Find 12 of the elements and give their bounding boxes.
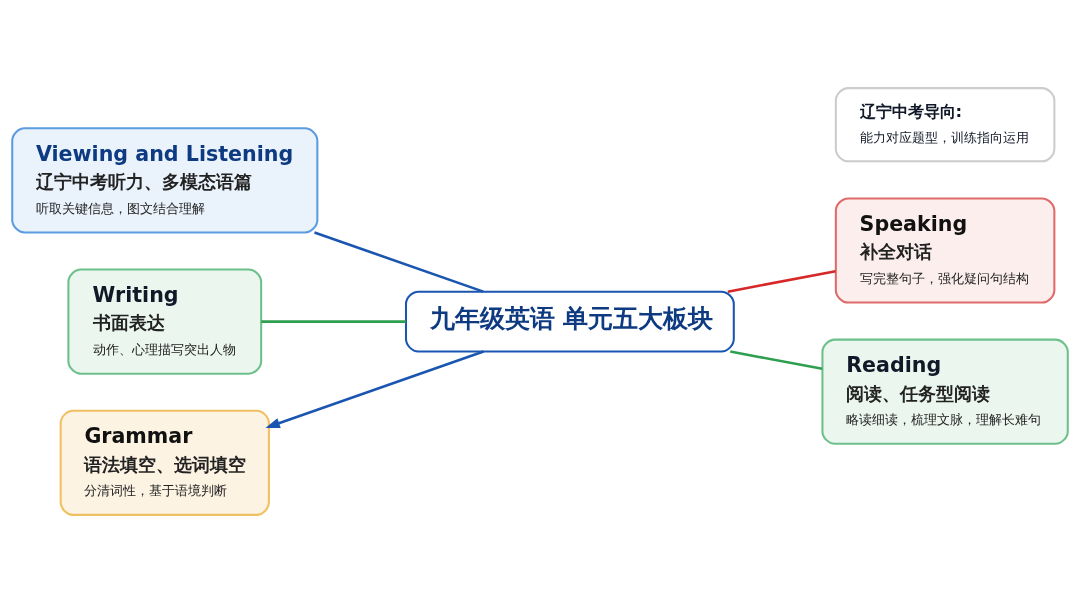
connector	[730, 350, 823, 371]
node-box: Grammar 语法填空、选词填空 分清词性，基于语境判断	[59, 409, 270, 516]
node-box: Viewing and Listening 辽宁中考听力、多模态语篇 听取关键信息，图文结合理解	[11, 127, 319, 234]
connector	[727, 269, 836, 293]
node-box: Speaking 补全对话 写完整句子，强化疑问句结构	[834, 197, 1056, 304]
node-box: 九年级英语 单元五大板块	[404, 290, 735, 353]
node-box: 辽宁中考导向: 能力对应题型，训练指向运用	[834, 87, 1056, 163]
connector	[314, 231, 484, 293]
arrow	[265, 350, 484, 428]
connector	[261, 320, 406, 323]
node-box: Writing 书面表达 动作、心理描写突出人物	[67, 268, 263, 375]
node-box: Reading 阅读、任务型阅读 略读细读，梳理文脉，理解长难句	[821, 338, 1069, 445]
